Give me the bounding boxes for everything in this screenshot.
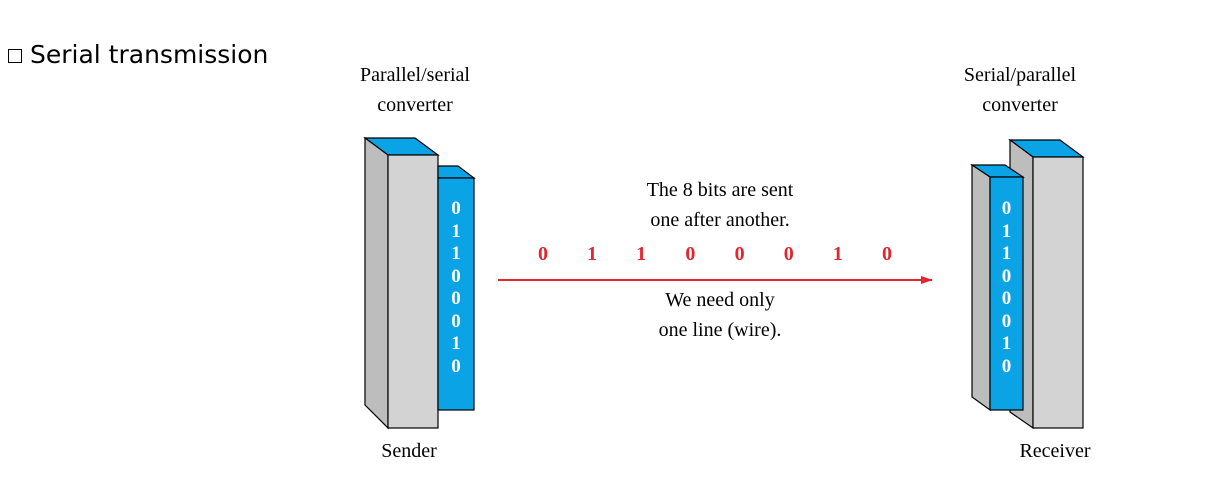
- receiver-bit: 1: [1001, 243, 1012, 264]
- receiver-register: [970, 163, 1025, 412]
- receiver-bit-column: 0 1 1 0 0 0 1 0: [990, 198, 1023, 378]
- stream-bit: 1: [832, 243, 843, 265]
- receiver-bit: 0: [1001, 355, 1012, 377]
- receiver-bit: 0: [1001, 265, 1012, 287]
- sender-register: [437, 165, 476, 411]
- receiver-bit: 1: [1001, 220, 1012, 242]
- stream-bit: 1: [587, 243, 598, 265]
- stream-bit: 0: [881, 243, 892, 265]
- sender-bit: 0: [451, 198, 461, 219]
- receiver-bit: 1: [1001, 333, 1012, 354]
- annotation-top: The 8 bits are sent one after another.: [646, 179, 794, 231]
- sender-bit: 1: [451, 220, 461, 242]
- stream-bit: 0: [685, 243, 696, 265]
- sender-title: Parallel/serial converter: [360, 64, 470, 116]
- sender-caption: Sender: [381, 440, 437, 462]
- sender-converter: [363, 136, 476, 430]
- sender-bit: 0: [451, 288, 461, 309]
- annotation-bottom: We need only one line (wire).: [658, 289, 782, 341]
- receiver-bit: 0: [1001, 198, 1012, 219]
- sender-bit: 1: [451, 243, 461, 264]
- heading-text: Serial transmission: [30, 40, 269, 69]
- stream-bit: 1: [636, 243, 647, 265]
- slide-heading: Serial transmission: [8, 40, 268, 69]
- sender-bit-column: 0 1 1 0 0 0 1 0: [438, 198, 474, 378]
- stream-bit: 0: [538, 243, 548, 265]
- checkbox-square-icon: [8, 48, 22, 63]
- stream-bit: 0: [783, 243, 794, 265]
- sender-bit: 0: [451, 355, 461, 377]
- receiver-title: Serial/parallel converter: [963, 64, 1077, 116]
- bit-stream: 0 1 1 0 0 0 1 0: [530, 243, 900, 266]
- receiver-converter: [970, 138, 1085, 430]
- receiver-bit: 0: [1001, 310, 1012, 332]
- stream-bit: 0: [734, 243, 745, 265]
- receiver-bit: 0: [1001, 288, 1012, 309]
- sender-bit: 0: [451, 265, 461, 287]
- sender-bit: 1: [451, 333, 461, 354]
- sender-bit: 0: [451, 310, 461, 332]
- receiver-caption: Receiver: [1019, 440, 1091, 462]
